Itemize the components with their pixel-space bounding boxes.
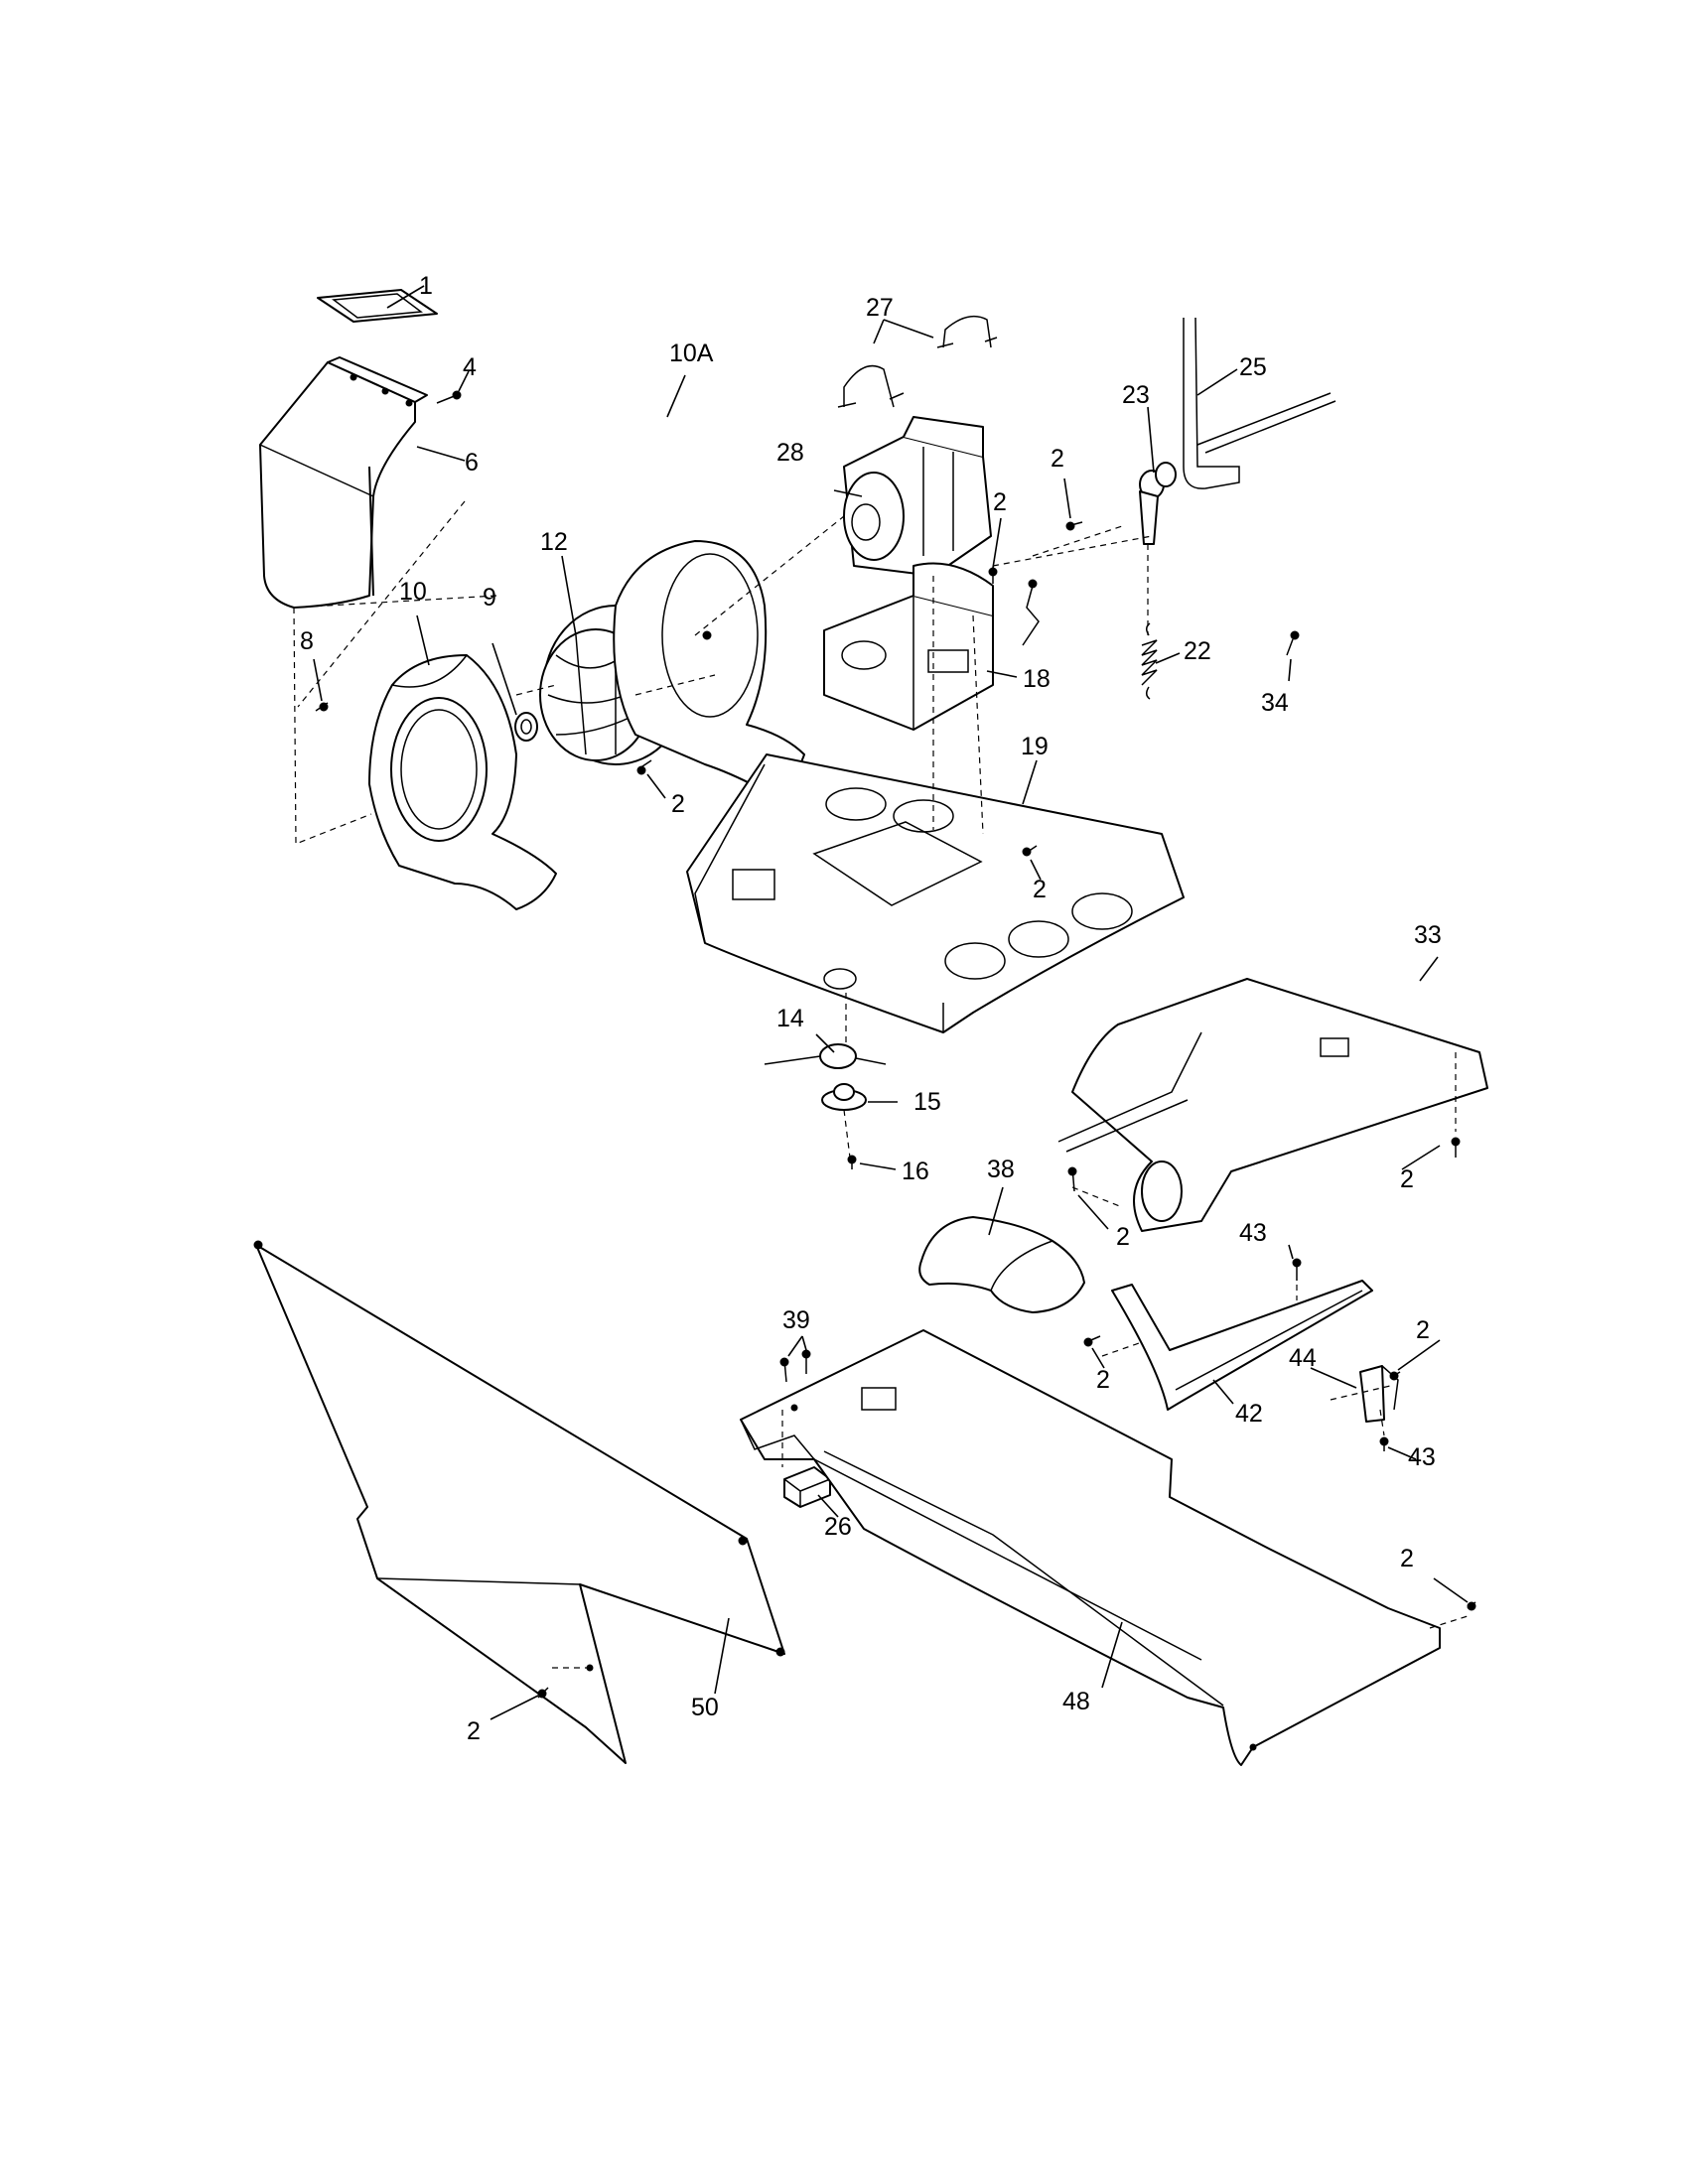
part-42-bracket (1111, 1280, 1373, 1411)
screw-2-panel-icon (537, 1687, 549, 1699)
callout-4: 4 (463, 353, 477, 381)
part-27-motor-clamps (837, 315, 998, 408)
part-14-thermistor (764, 1043, 887, 1069)
callout-27: 27 (866, 294, 894, 322)
screw-2-clip-icon (1389, 1371, 1401, 1381)
callout-25: 25 (1239, 353, 1267, 381)
screw-2-base-icon (1022, 845, 1038, 857)
leader-lines (313, 285, 1469, 1720)
callout-18: 18 (1023, 665, 1051, 693)
callout-23: 23 (1122, 381, 1150, 409)
callout-12: 12 (540, 528, 568, 556)
part-18-motor-mount (823, 562, 994, 731)
part-50-side-panel (253, 1240, 785, 1764)
callout-2-duct-b: 2 (1400, 1165, 1414, 1193)
screw-39-a-icon (779, 1357, 789, 1383)
callout-26: 26 (824, 1513, 852, 1541)
screw-2-duct-a-icon (1067, 1166, 1077, 1192)
part-10a-blower-housing-rear (613, 540, 805, 795)
part-23-idler-arm (1139, 462, 1177, 545)
callout-39: 39 (782, 1306, 810, 1334)
callout-38: 38 (987, 1156, 1015, 1183)
screw-8-icon (315, 702, 329, 712)
callout-2-bracket: 2 (1096, 1366, 1110, 1394)
fasteners (315, 390, 1476, 1699)
callout-15: 15 (913, 1088, 941, 1116)
callout-48: 48 (1062, 1688, 1090, 1715)
callout-42: 42 (1235, 1400, 1263, 1428)
callout-labels: 1 4 6 27 28 25 23 2 2 10A 12 10 9 8 18 2… (300, 272, 1442, 1745)
screw-43-bottom-icon (1379, 1436, 1389, 1451)
part-28-drive-motor (843, 416, 992, 577)
part-19-base (686, 753, 1185, 1033)
assembly-lines (293, 500, 1469, 1669)
callout-34: 34 (1261, 689, 1289, 717)
callout-2-panel: 2 (467, 1717, 481, 1745)
callout-10: 10 (399, 578, 427, 606)
callout-8: 8 (300, 627, 314, 655)
screw-2-floor-icon (1467, 1601, 1476, 1611)
part-38-elbow-duct (918, 1216, 1085, 1313)
callout-10a: 10A (669, 340, 714, 367)
callout-16: 16 (902, 1158, 929, 1185)
callout-33: 33 (1414, 921, 1442, 949)
part-44-clip (1359, 1365, 1399, 1423)
callout-2-motor-a: 2 (1051, 445, 1064, 473)
part-15-thermostat (821, 1083, 867, 1111)
callout-2-clip: 2 (1416, 1316, 1430, 1344)
screw-2-motor-a-icon (1065, 521, 1083, 531)
part-9-washer (514, 712, 538, 742)
callout-44: 44 (1289, 1344, 1317, 1372)
callout-50: 50 (691, 1694, 719, 1721)
callout-14: 14 (776, 1005, 804, 1032)
screw-2-bracket-icon (1083, 1335, 1101, 1347)
callout-2-floor: 2 (1400, 1545, 1414, 1572)
part-10-blower-housing (368, 654, 557, 910)
part-6-exhaust-adapter (259, 356, 428, 609)
screw-2-fan-icon (636, 759, 652, 775)
screw-2-motor-b-icon (988, 567, 998, 584)
callout-2-fan: 2 (671, 790, 685, 818)
part-34-screw (1286, 630, 1300, 656)
screw-4-icon (436, 390, 462, 404)
callout-9: 9 (483, 584, 496, 612)
callout-43-top: 43 (1239, 1219, 1267, 1247)
callout-2-motor-b: 2 (993, 488, 1007, 516)
callout-2-duct-a: 2 (1116, 1223, 1130, 1251)
callout-43-bottom: 43 (1408, 1443, 1436, 1471)
callout-1: 1 (419, 272, 433, 300)
screw-2-duct-b-icon (1451, 1137, 1461, 1158)
lever-icon (1022, 579, 1040, 646)
part-33-air-duct (1057, 978, 1488, 1232)
screw-43-top-icon (1292, 1258, 1302, 1281)
callout-2-base: 2 (1033, 876, 1047, 903)
callout-28: 28 (776, 439, 804, 467)
part-22-idler-spring (1141, 622, 1158, 700)
part-1-gasket (317, 289, 438, 323)
callout-19: 19 (1021, 733, 1049, 760)
screw-39-b-icon (801, 1349, 811, 1374)
callout-6: 6 (465, 449, 479, 477)
part-48-lower-base (740, 1329, 1441, 1766)
callout-22: 22 (1184, 637, 1211, 665)
screw-16-icon (847, 1155, 857, 1169)
part-26-pad (783, 1466, 831, 1508)
part-25-belt (1183, 317, 1336, 489)
